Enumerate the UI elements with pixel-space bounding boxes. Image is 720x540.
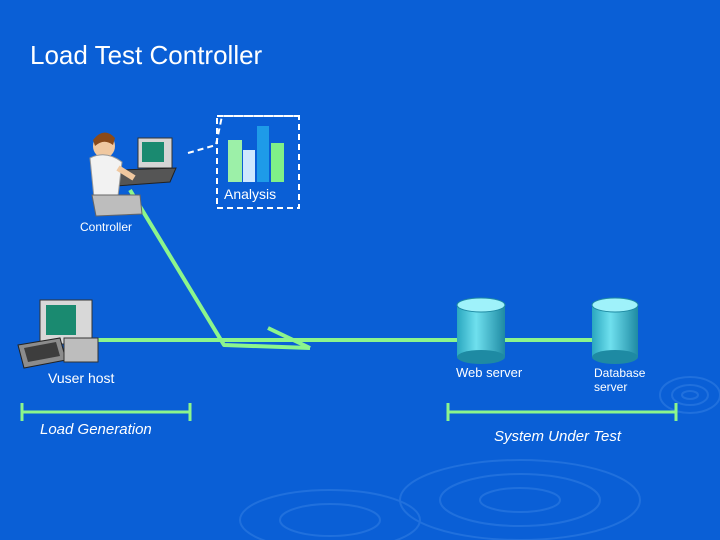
- controller-label: Controller: [80, 220, 133, 234]
- system-under-test-bracket: [446, 403, 678, 421]
- database-server-label: Database server: [594, 366, 646, 394]
- web-server-cylinder-icon: [456, 297, 506, 364]
- person-at-computer-icon: [89, 132, 177, 217]
- workstation-icon: [17, 299, 99, 369]
- analysis-connector: [187, 115, 300, 209]
- database-cylinder-icon: [591, 297, 639, 364]
- ripple-decoration: [239, 376, 720, 540]
- web-server-label: Web server: [456, 365, 523, 380]
- bar-chart-icon: [228, 126, 284, 182]
- load-generation-bracket: [20, 403, 192, 421]
- page-title: Load Test Controller: [30, 40, 263, 70]
- system-under-test-label: System Under Test: [494, 428, 621, 445]
- load-generation-label: Load Generation: [40, 421, 152, 438]
- analysis-label: Analysis: [224, 186, 277, 202]
- vuser-host-label: Vuser host: [48, 370, 115, 386]
- network-line: [80, 188, 605, 350]
